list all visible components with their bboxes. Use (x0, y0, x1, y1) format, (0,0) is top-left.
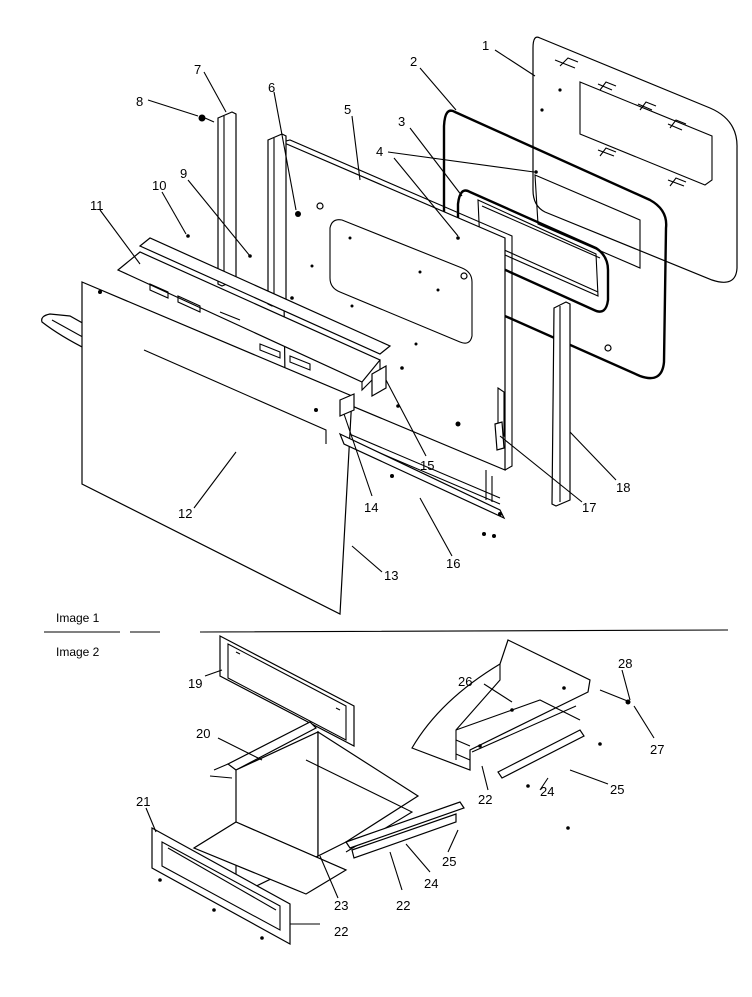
callout-22: 22 (478, 792, 492, 807)
callout-24-slide: 24 (424, 876, 438, 891)
callout-9: 9 (180, 166, 187, 181)
callout-22-front: 22 (334, 924, 348, 939)
callout-11: 11 (90, 198, 104, 213)
callout-19: 19 (188, 676, 202, 691)
callout-6: 6 (268, 80, 275, 95)
callout-17: 17 (582, 500, 596, 515)
callout-13: 13 (384, 568, 398, 583)
left-door-channel (217, 111, 287, 307)
section-caption-image-1: Image 1 (56, 611, 100, 625)
drawer-back-panel (219, 635, 355, 747)
door-gasket (442, 109, 668, 380)
callout-14: 14 (364, 500, 378, 515)
callout-7: 7 (194, 62, 201, 77)
drawer-side-left (209, 721, 318, 779)
callout-20: 20 (196, 726, 210, 741)
hinge-receiver (494, 421, 505, 451)
drawer-front (151, 826, 291, 946)
door-vent-trim (116, 237, 392, 392)
callout-16: 16 (446, 556, 460, 571)
callout-25-slide: 25 (442, 854, 456, 869)
callout-26: 26 (458, 674, 472, 689)
drawer-cabinet-section (411, 639, 631, 830)
callout-4: 4 (376, 144, 383, 159)
callout-1: 1 (482, 38, 489, 53)
drawer-slide-right (345, 801, 465, 859)
inner-door-liner (532, 36, 738, 283)
callout-12: 12 (178, 506, 192, 521)
door-inner-panel (281, 139, 513, 538)
callout-15: 15 (420, 458, 434, 473)
right-door-channel (551, 301, 612, 507)
callout-24: 24 (540, 784, 554, 799)
screw-6 (295, 202, 324, 217)
callout-25: 25 (610, 782, 624, 797)
callout-21: 21 (136, 794, 150, 809)
leader-lines (99, 49, 655, 925)
screw-8 (198, 114, 215, 123)
clip-14 (339, 393, 355, 417)
callout-2: 2 (410, 54, 417, 69)
screws-4 (290, 170, 538, 300)
callout-8: 8 (136, 94, 143, 109)
callout-22-slide: 22 (396, 898, 410, 913)
callout-27: 27 (650, 742, 664, 757)
section-divider (44, 629, 729, 633)
clip-15 (371, 364, 404, 408)
section-caption-image-2: Image 2 (56, 645, 100, 659)
callout-18: 18 (616, 480, 630, 495)
door-bottom-rail (338, 432, 506, 520)
callout-28: 28 (618, 656, 632, 671)
callout-23: 23 (334, 898, 348, 913)
callout-5: 5 (344, 102, 351, 117)
outer-door-panel (81, 281, 353, 615)
callout-3: 3 (398, 114, 405, 129)
screw-10 (186, 234, 190, 238)
drawer-body (192, 730, 420, 897)
callout-10: 10 (152, 178, 166, 193)
